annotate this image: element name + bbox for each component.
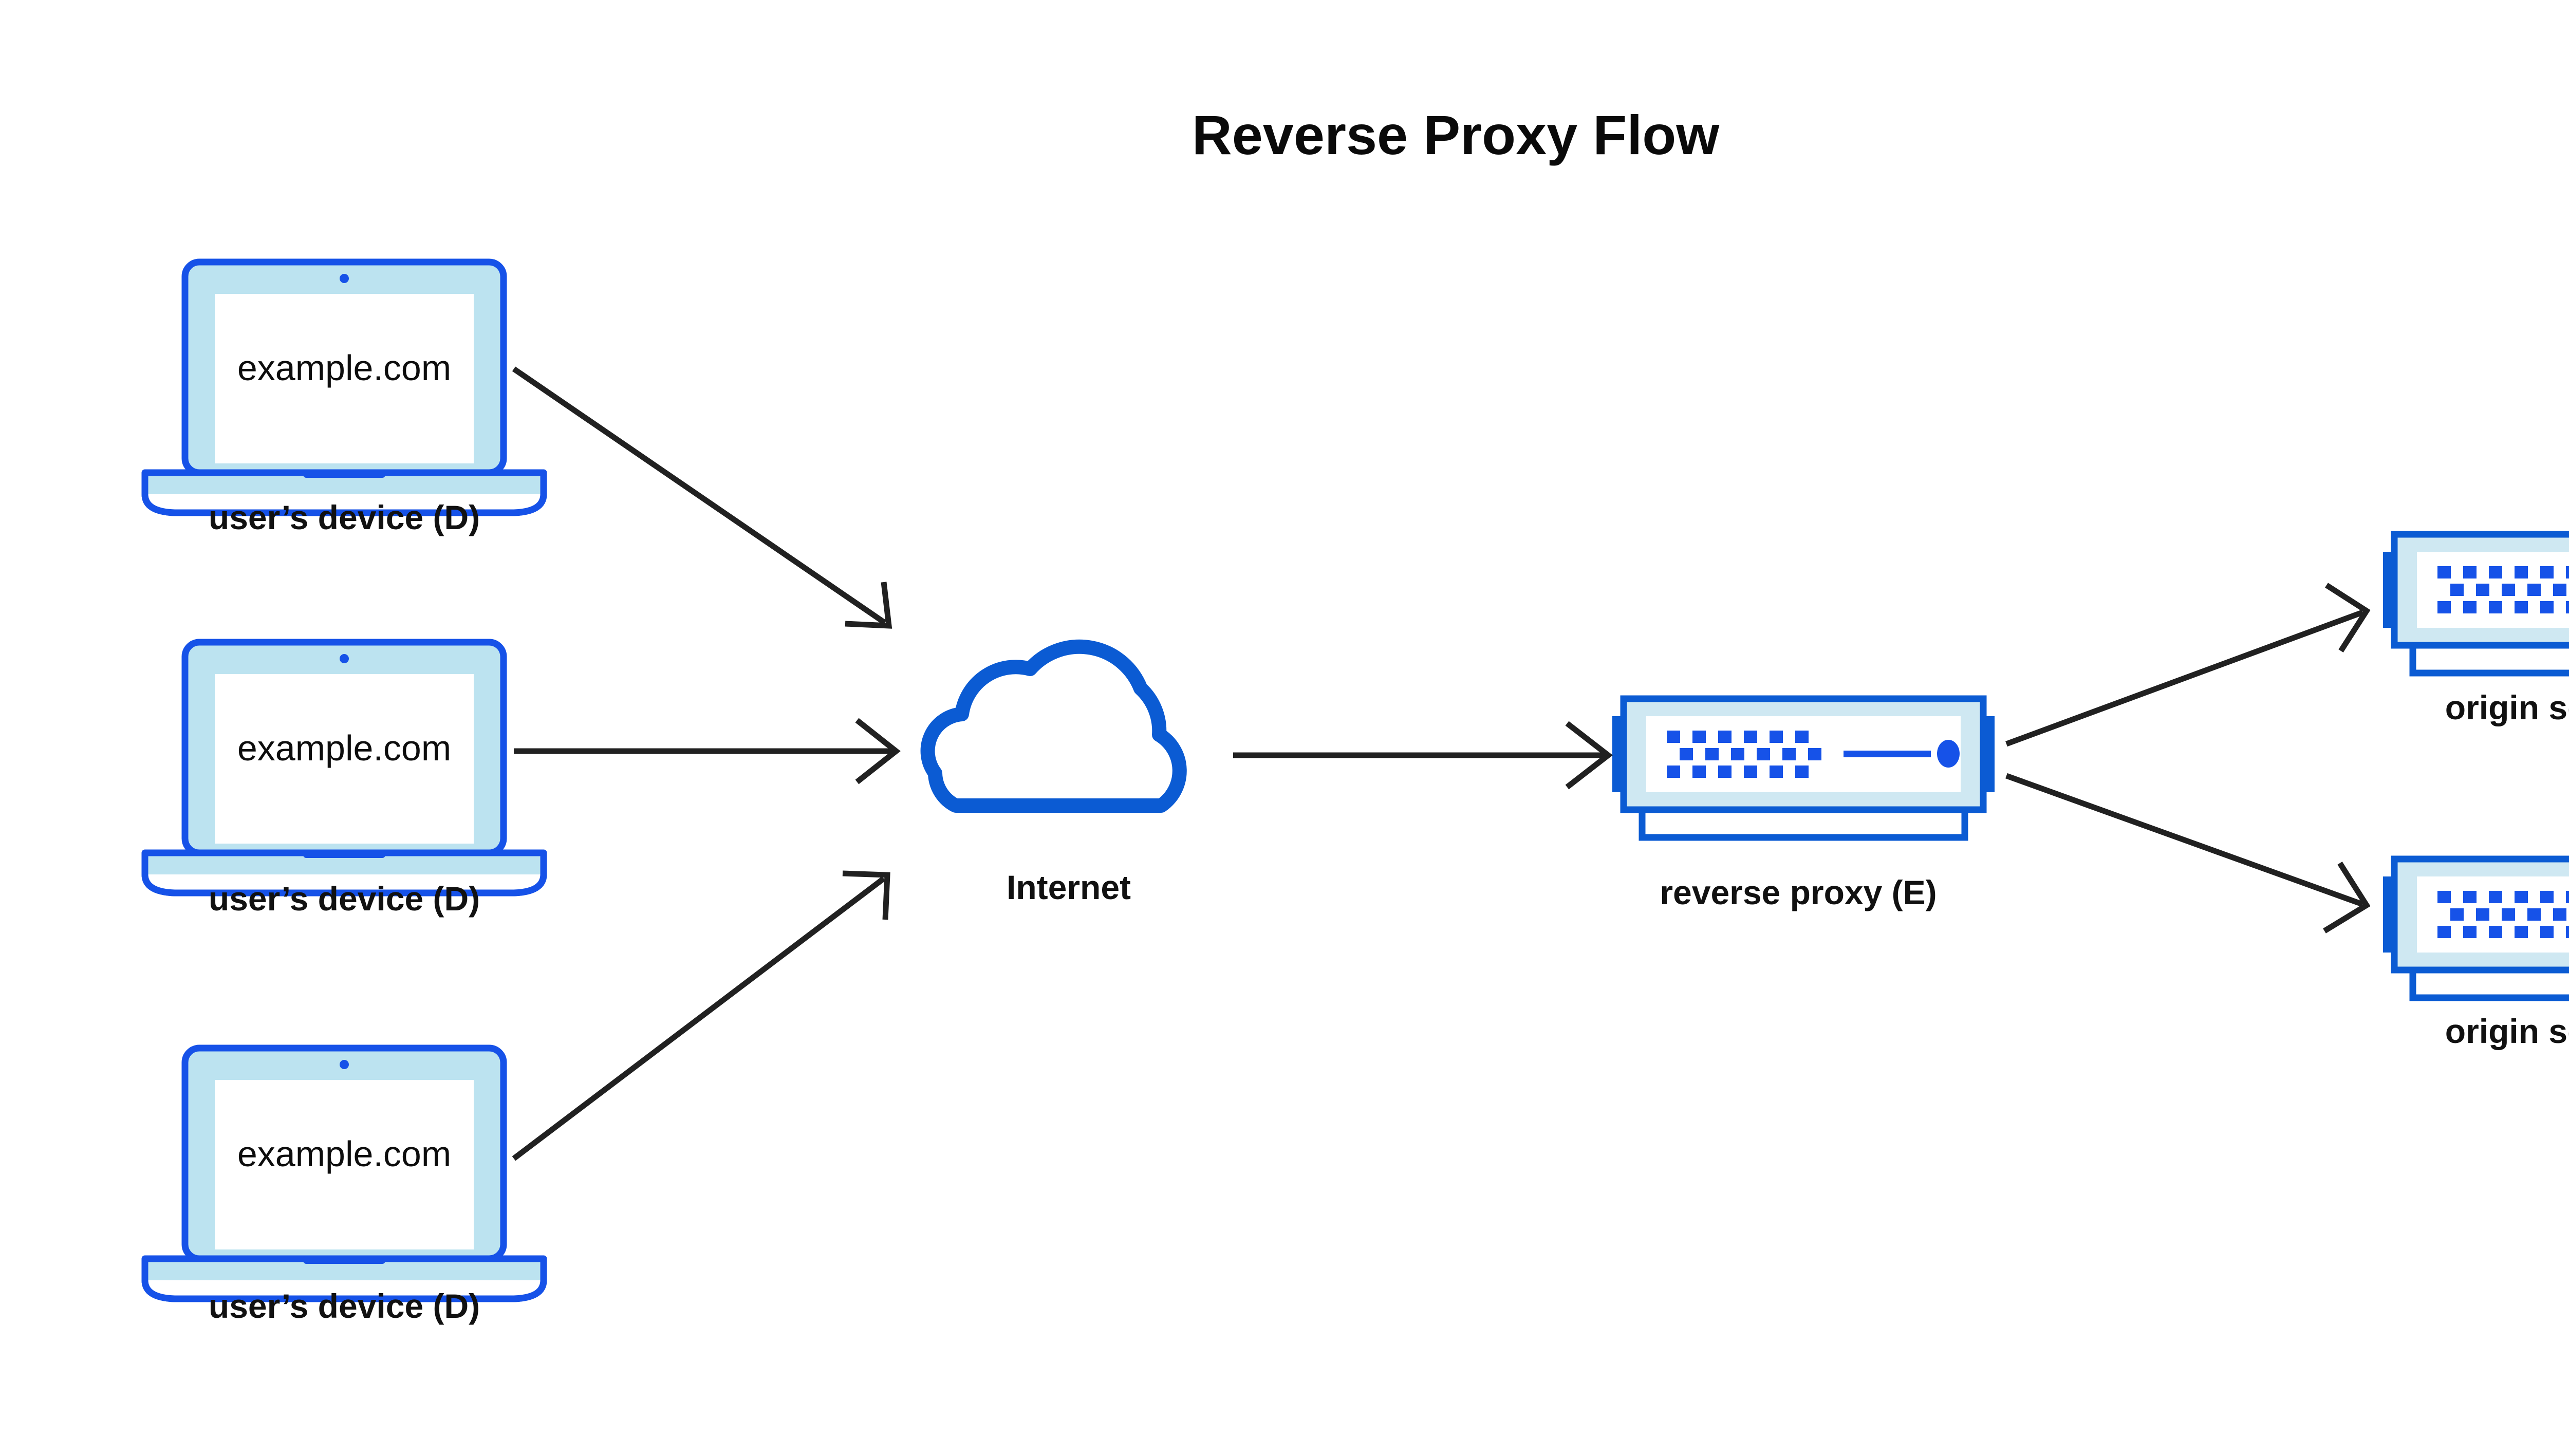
node-user-device-1[interactable]: example.com user’s device (D) [145, 262, 544, 536]
origin-server-label: origin server (F) [2445, 1012, 2569, 1050]
node-reverse-proxy[interactable]: reverse proxy (E) [1612, 699, 1995, 911]
device-label: user’s device (D) [209, 498, 480, 536]
node-internet[interactable]: Internet [928, 647, 1180, 906]
edge-internet-to-proxy [1233, 721, 1613, 790]
device-label: user’s device (D) [209, 880, 480, 918]
device-screen-text: example.com [237, 1134, 451, 1174]
edge-device2-to-internet [514, 718, 901, 785]
reverse-proxy-label: reverse proxy (E) [1660, 873, 1937, 911]
device-label: user’s device (D) [209, 1287, 480, 1325]
internet-label: Internet [1007, 868, 1131, 906]
server-icon [2383, 859, 2569, 998]
edge-proxy-to-origin1 [2005, 583, 2371, 747]
node-origin-server-1[interactable]: origin server (F) [2383, 534, 2569, 726]
origin-server-label: origin server (F) [2445, 688, 2569, 726]
node-origin-server-2[interactable]: origin server (F) [2383, 859, 2569, 1050]
page-title: Reverse Proxy Flow [1192, 104, 1720, 166]
node-user-device-3[interactable]: example.com user’s device (D) [145, 1048, 544, 1325]
edge-device1-to-internet [512, 366, 892, 629]
server-icon [1612, 699, 1995, 837]
server-icon [2383, 534, 2569, 673]
device-screen-text: example.com [237, 728, 451, 768]
device-screen-text: example.com [237, 348, 451, 388]
edge-proxy-to-origin2 [2005, 773, 2371, 934]
edge-device3-to-internet [512, 870, 890, 1161]
node-user-device-2[interactable]: example.com user’s device (D) [145, 642, 544, 918]
